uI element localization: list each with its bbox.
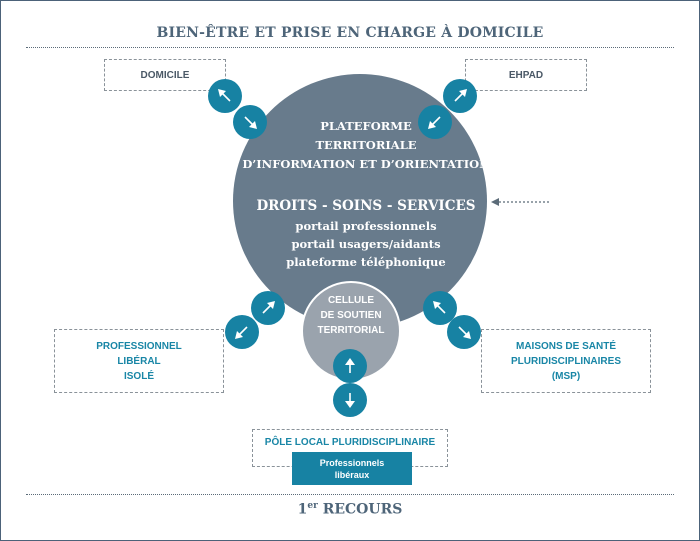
prof-line1: PROFESSIONNEL [96,340,182,352]
page-title: BIEN-ÊTRE ET PRISE EN CHARGE À DOMICILE [156,25,544,41]
ehpad-incoming-button[interactable] [418,105,452,139]
liberaux-line1: Professionnels [319,457,385,468]
cellule-up-button[interactable] [333,349,367,383]
premier-recours-label: 1er RECOURS [1,501,699,518]
arrow-up-left-icon [218,89,231,102]
arrow-down-left-icon [235,326,248,339]
platform-heading: PLATEFORME TERRITORIALE D’INFORMATION ET… [231,117,501,174]
msp-incoming-button[interactable] [447,315,481,349]
arrow-up-icon [345,358,355,373]
recours-sup: er [307,501,318,511]
msp-line2: PLURIDISCIPLINAIRES [510,355,621,367]
platform-item-professionals: portail professionnels [295,219,437,233]
platform-items: portail professionnels portail usagers/a… [231,217,501,271]
ehpad-label: EHPAD [508,69,544,81]
cellule-down-button[interactable] [333,383,367,417]
domicile-label: DOMICILE [140,69,190,81]
cellule-line2: DE SOUTIEN [320,310,382,321]
top-divider [26,47,674,48]
liberaux-line2: libéraux [334,469,370,480]
pole-label: PÔLE LOCAL PLURIDISCIPLINAIRE [264,437,436,448]
bottom-divider [26,494,674,495]
recours-prefix: 1 [297,501,308,518]
arrow-down-right-icon [458,326,471,339]
platform-item-phone: plateforme téléphonique [286,255,446,269]
msp-line3: (MSP) [551,370,581,382]
liberal-outgoing-button[interactable] [251,291,285,325]
platform-pillars: DROITS - SOINS - SERVICES [256,198,476,214]
prof-line2: LIBÉRAL [117,355,161,367]
professionnels-liberaux-tag: Professionnels libéraux [292,452,412,485]
prof-line3: ISOLÉ [123,370,154,382]
platform-item-users: portail usagers/aidants [291,237,441,251]
incoming-arrow-icon [491,198,549,206]
domicile-box: DOMICILE [104,59,226,91]
platform-heading-line3: D’INFORMATION ET D’ORIENTATION [242,157,490,171]
cellule-label: CELLULE DE SOUTIEN TERRITORIAL [301,293,401,338]
ehpad-box: EHPAD [465,59,587,91]
platform-heading-line1: PLATEFORME [320,119,412,133]
ehpad-outgoing-button[interactable] [443,79,477,113]
msp-line1: MAISONS DE SANTÉ [515,340,616,352]
domicile-incoming-button[interactable] [233,105,267,139]
arrow-up-left-icon [433,301,446,314]
msp-box: MAISONS DE SANTÉ PLURIDISCIPLINAIRES (MS… [481,329,651,393]
arrow-up-right-icon [454,89,467,102]
professionnel-liberal-box: PROFESSIONNEL LIBÉRAL ISOLÉ [54,329,224,393]
arrow-down-icon [345,393,355,408]
cellule-line1: CELLULE [327,295,375,306]
arrow-down-right-icon [244,116,257,129]
arrow-up-right-icon [262,301,275,314]
domicile-outgoing-button[interactable] [208,79,242,113]
arrow-down-left-icon [428,116,441,129]
recours-suffix: RECOURS [317,501,403,518]
liberal-incoming-button[interactable] [225,315,259,349]
cellule-line3: TERRITORIAL [317,325,385,336]
platform-heading-line2: TERRITORIALE [315,138,417,152]
